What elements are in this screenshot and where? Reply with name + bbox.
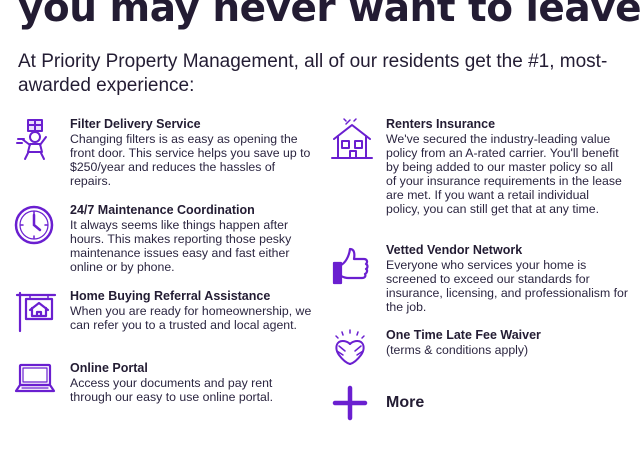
feature-renters-insurance: Renters Insurance We've secured the indu… [330, 117, 630, 232]
feature-desc: It always seems like things happen after… [70, 218, 292, 274]
feature-desc: Changing filters is as easy as opening t… [70, 132, 311, 188]
more-link[interactable]: More [330, 382, 530, 426]
feature-desc: When you are ready for homeownership, we… [70, 304, 312, 332]
feature-title: Vetted Vendor Network [386, 243, 523, 257]
feature-desc: Everyone who services your home is scree… [386, 258, 628, 314]
laptop-icon [14, 361, 58, 405]
feature-title: Home Buying Referral Assistance [70, 289, 271, 303]
feature-desc: Access your documents and pay rent throu… [70, 376, 274, 404]
house-shield-icon [330, 117, 374, 161]
feature-late-fee-waiver: One Time Late Fee Waiver (terms & condit… [330, 328, 630, 368]
feature-title: Renters Insurance [386, 117, 496, 131]
plus-icon [330, 382, 374, 426]
high-five-icon [330, 328, 374, 372]
feature-filter-delivery: Filter Delivery Service Changing filters… [14, 117, 314, 188]
feature-title: Online Portal [70, 361, 148, 375]
feature-title: Filter Delivery Service [70, 117, 201, 131]
thumbs-up-icon [330, 243, 374, 287]
feature-maintenance: 24/7 Maintenance Coordination It always … [14, 203, 314, 274]
intro-text: At Priority Property Management, all of … [18, 51, 608, 96]
house-sign-icon [14, 289, 58, 333]
feature-online-portal: Online Portal Access your documents and … [14, 361, 314, 411]
feature-title: One Time Late Fee Waiver [386, 328, 541, 342]
delivery-person-icon [14, 117, 58, 161]
headline: you may never want to leave. [18, 0, 640, 31]
feature-desc: We've secured the industry-leading value… [386, 132, 622, 216]
clock-icon [14, 203, 58, 247]
feature-title: 24/7 Maintenance Coordination [70, 203, 255, 217]
more-label[interactable]: More [386, 394, 425, 411]
feature-vendor-network: Vetted Vendor Network Everyone who servi… [330, 243, 630, 314]
feature-home-buying: Home Buying Referral Assistance When you… [14, 289, 314, 349]
feature-desc: (terms & conditions apply) [386, 343, 529, 357]
